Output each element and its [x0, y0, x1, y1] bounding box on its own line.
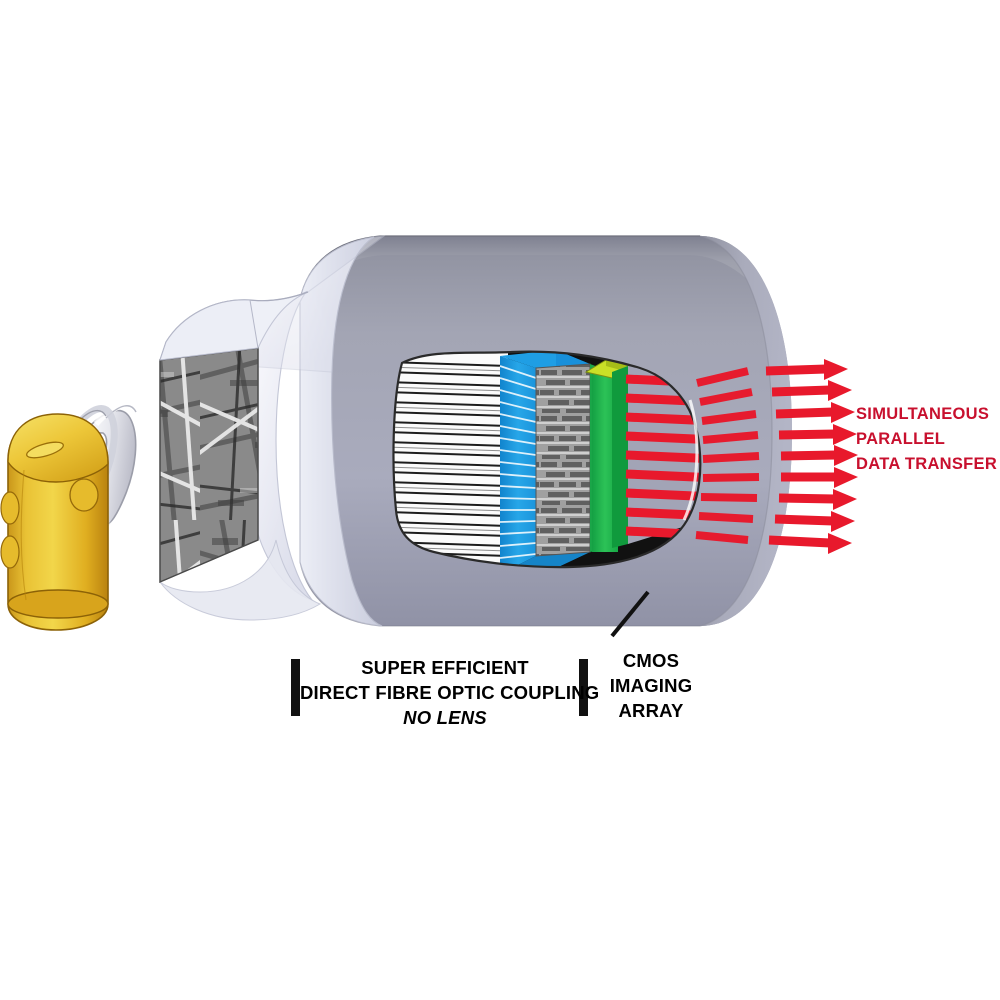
- cutaway-outline: [392, 350, 702, 569]
- housing-top-highlight: [300, 236, 770, 308]
- body-data-rays: [695, 367, 760, 544]
- gold-dimple-left-lower: [0, 535, 20, 569]
- detector-housing-cylinder: [159, 235, 792, 627]
- cmos-leader-line: [610, 590, 650, 638]
- cmos-line-2: IMAGING: [609, 675, 693, 696]
- transfer-line-1: SIMULTANEOUS: [856, 405, 990, 423]
- xray-image-face: [159, 299, 259, 584]
- coupling-line-2: DIRECT FIBRE OPTIC COUPLING: [300, 682, 600, 703]
- transfer-line-2: PARALLEL: [856, 430, 946, 448]
- callout-marks: [291, 590, 650, 716]
- gold-key-slot: [26, 441, 64, 459]
- cmos-line-3: ARRAY: [618, 700, 684, 721]
- gold-dimple-right: [69, 478, 99, 512]
- cutaway-interior: [393, 351, 701, 568]
- cmos-imaging-array: [584, 359, 630, 552]
- cmos-sensor-image-face: [535, 363, 591, 557]
- faceplate-bottom-chamfer: [500, 552, 590, 568]
- transfer-line-3: DATA TRANSFER: [856, 455, 998, 473]
- fibre-optic-bundle: [393, 352, 509, 568]
- bracket-tick-left: [291, 659, 300, 716]
- xray-panel-top-edge: [159, 299, 259, 361]
- cmos-array-right-edge: [612, 366, 628, 548]
- label-cmos-imaging-array: CMOS IMAGING ARRAY: [596, 648, 706, 723]
- cmos-line-1: CMOS: [622, 650, 680, 671]
- gold-base: [7, 589, 109, 619]
- faceplate-left-side: [500, 356, 536, 568]
- coupling-line-1: SUPER EFFICIENT: [361, 657, 529, 678]
- gold-dimple-left-upper: [0, 491, 20, 525]
- bracket-tick-right: [579, 659, 588, 716]
- coupling-line-3: NO LENS: [403, 707, 487, 728]
- label-simultaneous-parallel-data-transfer: SIMULTANEOUS PARALLEL DATA TRANSFER: [856, 402, 1000, 477]
- housing-right-cap: [700, 236, 792, 626]
- parallel-data-arrows: [765, 359, 858, 554]
- nose-bottom-bevel: [159, 539, 322, 621]
- gold-cartridge-connector: [0, 402, 145, 631]
- label-fibre-optic-coupling: SUPER EFFICIENT DIRECT FIBRE OPTIC COUPL…: [300, 655, 600, 730]
